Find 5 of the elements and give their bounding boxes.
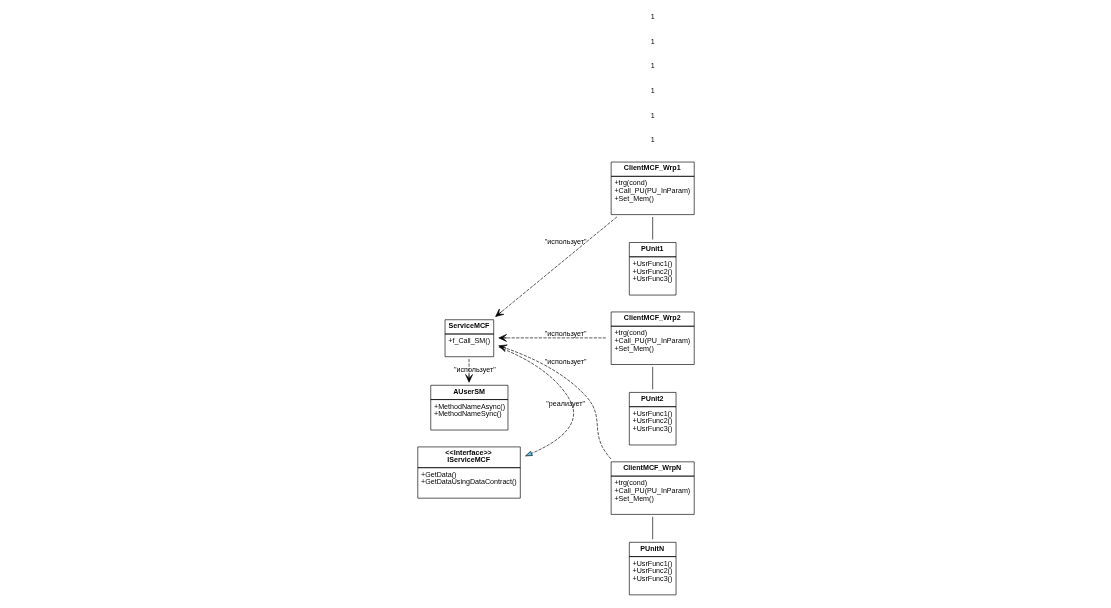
arrow [497, 346, 574, 457]
arrow [464, 358, 473, 383]
arrow [497, 334, 606, 342]
arrow [494, 216, 617, 317]
arrow [497, 344, 611, 460]
